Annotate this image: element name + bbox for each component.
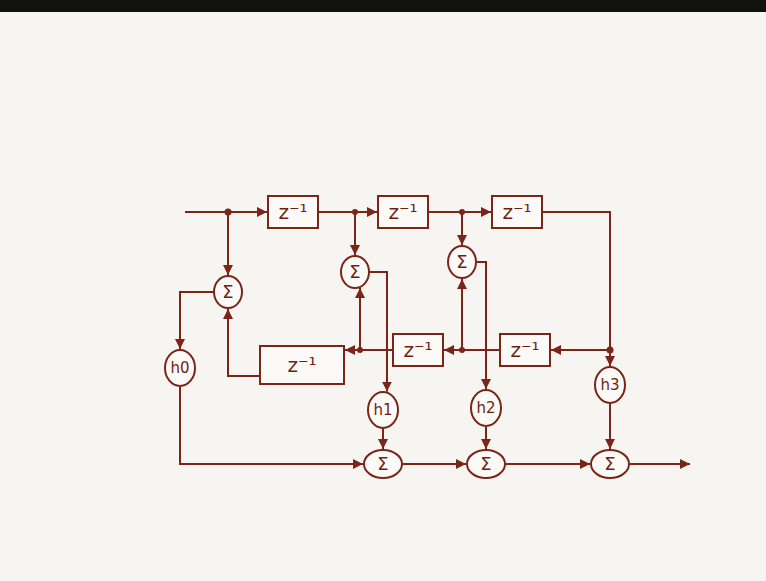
delay-box: z⁻¹ [259,345,345,385]
adder-label: Σ [604,454,615,474]
signal-arrow [543,212,610,350]
signal-arrow [462,279,499,350]
adder-circle-outline [364,450,402,478]
input-branch [227,212,229,275]
signal-arrow [506,463,590,465]
adder-label: Σ [456,252,467,272]
delay-box: z⁻¹ [392,333,444,367]
adder-circle: Σ [363,449,403,479]
coefficient-circle-outline [368,392,398,428]
coefficient-circle: h1 [367,391,399,429]
coefficient-circle-outline [165,350,195,386]
delay-label: z⁻¹ [502,201,531,223]
coefficient-circle-outline [471,390,501,426]
coefficient-label: h3 [600,377,619,394]
delay-box: z⁻¹ [377,195,429,229]
coefficient-label: h2 [476,400,495,417]
signal-arrow [477,262,486,389]
delay-box: z⁻¹ [267,195,319,229]
coefficient-circle: h3 [594,366,626,404]
signal-arrow [485,427,487,449]
coefficient-label: h1 [373,402,392,419]
adder-circle-outline [448,246,476,278]
coefficient-label: h0 [170,360,189,377]
adder-circle-outline [214,276,242,308]
adder-circle-outline [467,450,505,478]
signal-arrow [180,387,363,464]
delay-label: z⁻¹ [287,354,316,376]
signal-arrow [403,463,466,465]
delay-label: z⁻¹ [403,339,432,361]
signal-arrow [543,212,610,366]
coefficient-circle-outline [595,367,625,403]
signal-arrow [429,212,462,245]
coefficient-circle: h0 [164,349,196,387]
delay-label: z⁻¹ [278,201,307,223]
signal-arrow [180,292,213,349]
top-band [0,0,766,12]
delay-box: z⁻¹ [499,333,551,367]
adder-label: Σ [349,262,360,282]
signal-arrow [370,272,387,392]
junction-dot [225,209,232,216]
adder-circle-outline [341,256,369,288]
adder-circle: Σ [213,275,243,309]
adder-circle: Σ [590,449,630,479]
signal-arrow [382,429,384,449]
output-line [630,463,690,465]
delay-box: z⁻¹ [491,195,543,229]
signal-arrow [319,212,355,255]
adder-circle: Σ [447,245,477,279]
delay-label: z⁻¹ [388,201,417,223]
adder-label: Σ [377,454,388,474]
signal-arrow [609,404,611,449]
adder-circle-outline [591,450,629,478]
adder-circle: Σ [340,255,370,289]
signal-arrow [228,309,259,376]
adder-label: Σ [480,454,491,474]
adder-circle: Σ [466,449,506,479]
adder-label: Σ [222,282,233,302]
coefficient-circle: h2 [470,389,502,427]
delay-label: z⁻¹ [510,339,539,361]
